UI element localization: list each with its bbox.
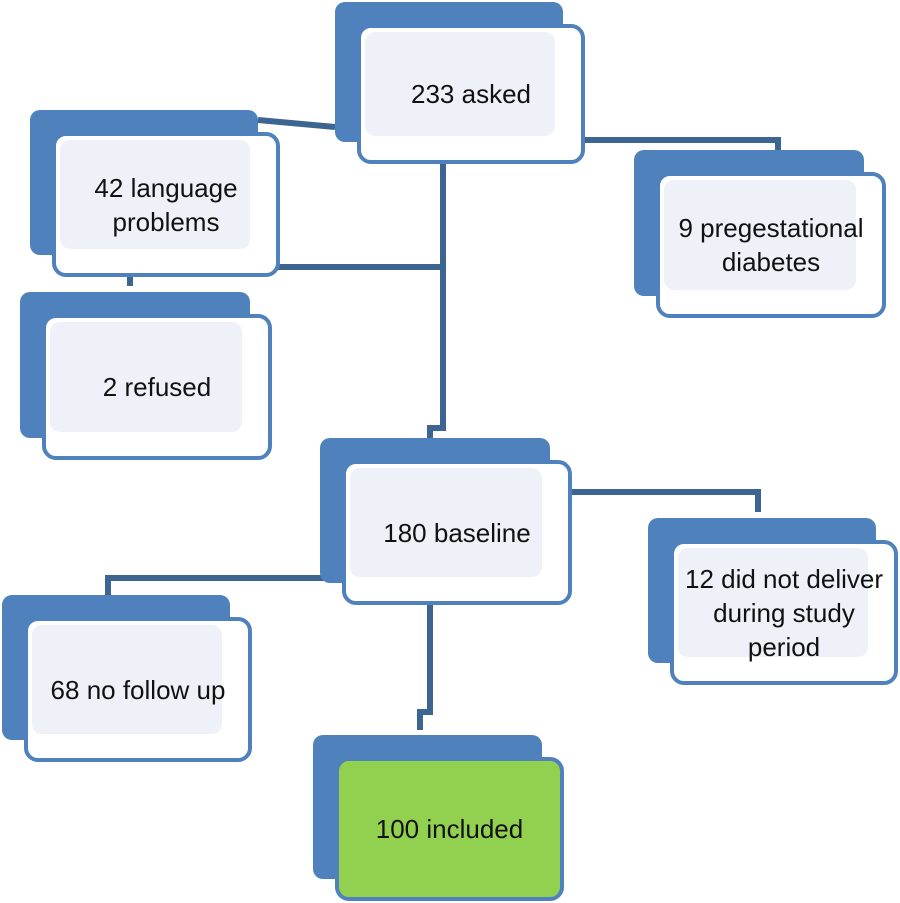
node-asked: 233 asked: [335, 2, 585, 164]
connector-baseline-deliver: [570, 489, 761, 512]
node-asked-label: 233 asked: [411, 79, 531, 109]
node-refused-label: 2 refused: [102, 372, 212, 402]
connector-asked-language: [257, 117, 336, 130]
node-no-follow-up-box: 68 no follow up: [24, 617, 252, 762]
node-language-problems-box: 42 language problems: [52, 132, 280, 277]
node-refused: 2 refused: [20, 292, 272, 460]
node-did-not-deliver-box: 12 did not deliver during study period: [670, 540, 898, 685]
node-pregestational-diabetes: 9 pregestational diabetes: [634, 150, 886, 318]
node-pregestational-diabetes-box: 9 pregestational diabetes: [656, 172, 886, 318]
node-did-not-deliver: 12 did not deliver during study period: [648, 518, 898, 685]
connector-baseline-followup: [105, 575, 325, 600]
node-included: 100 included: [313, 735, 564, 901]
node-included-label: 100 included: [375, 814, 524, 844]
node-pregestational-diabetes-label: 9 pregestational diabetes: [678, 213, 864, 277]
node-included-box: 100 included: [335, 757, 564, 901]
node-no-follow-up-label: 68 no follow up: [50, 674, 226, 705]
node-baseline-box: 180 baseline: [342, 460, 572, 605]
node-baseline: 180 baseline: [320, 438, 572, 605]
node-did-not-deliver-label: 12 did not deliver during study period: [684, 563, 884, 662]
node-language-problems-label: 42 language problems: [94, 172, 238, 237]
node-baseline-label: 180 baseline: [383, 517, 531, 548]
node-asked-box: 233 asked: [357, 24, 585, 164]
node-refused-box: 2 refused: [42, 314, 272, 460]
node-no-follow-up: 68 no follow up: [2, 595, 252, 762]
node-language-problems: 42 language problems: [30, 110, 280, 277]
connector-trunk-asked-baseline: [427, 163, 446, 440]
connector-baseline-included: [417, 605, 433, 730]
